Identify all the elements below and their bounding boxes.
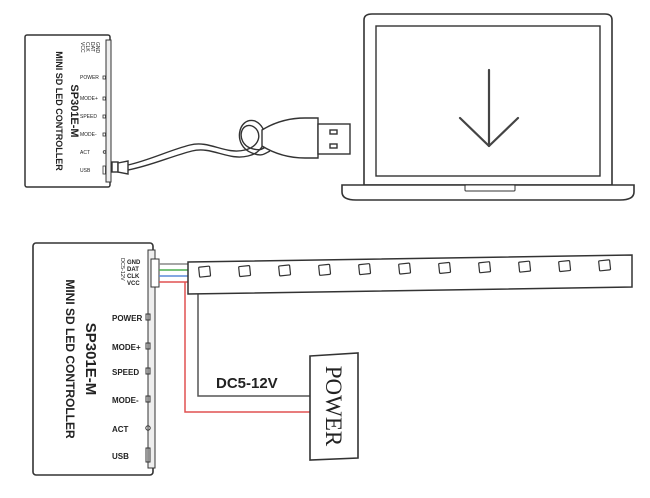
controller-bottom-btn-mode-plus: MODE+ <box>112 343 141 352</box>
laptop <box>341 13 635 201</box>
led-cell <box>478 261 492 274</box>
led-cell <box>558 259 572 273</box>
controller-top-port-clk: CLK <box>84 42 90 52</box>
controller-top: SP301E-M MINI SD LED CONTROLLER GND DAT … <box>24 34 112 188</box>
controller-top-btn-speed: SPEED <box>80 114 97 120</box>
power-wires <box>184 276 310 413</box>
led-cell <box>598 259 612 272</box>
power-supply-label: POWER <box>321 366 346 447</box>
controller-top-port-vcc: VCC <box>79 42 85 53</box>
controller-bottom-btn-usb: USB <box>112 452 129 461</box>
controller-bottom-subtitle: MINI SD LED CONTROLLER <box>63 279 77 439</box>
controller-top-btn-mode-minus: MODE- <box>80 132 97 138</box>
power-supply: DC5-12V POWER <box>216 352 359 461</box>
controller-top-title: SP301E-M <box>68 84 80 137</box>
led-cell <box>238 264 252 278</box>
led-cell <box>358 263 372 276</box>
controller-bottom-side-port: DC5-12V <box>119 258 125 281</box>
power-voltage-label: DC5-12V <box>216 375 278 392</box>
controller-top-port-dat: DAT <box>89 42 95 52</box>
led-strip <box>187 254 633 295</box>
usb-cable <box>111 117 351 175</box>
controller-bottom-port-clk: CLK <box>127 274 140 280</box>
controller-bottom-btn-mode-minus: MODE- <box>112 396 139 405</box>
controller-bottom-title: SP301E-M <box>82 323 99 396</box>
controller-top-port-gnd: GND <box>94 42 100 54</box>
controller-bottom: SP301E-M MINI SD LED CONTROLLER GND DAT … <box>32 242 160 476</box>
controller-bottom-btn-power: POWER <box>112 314 142 323</box>
led-cell <box>438 261 452 274</box>
controller-bottom-port-vcc: VCC <box>127 281 140 287</box>
controller-bottom-port-gnd: GND <box>127 260 141 266</box>
led-cell <box>318 263 332 276</box>
led-cell <box>198 265 212 278</box>
led-cell <box>398 262 412 275</box>
controller-bottom-btn-speed: SPEED <box>112 368 139 377</box>
download-arrow-icon <box>458 68 520 148</box>
controller-bottom-btn-act: ACT <box>112 425 129 434</box>
controller-top-btn-mode-plus: MODE+ <box>80 96 98 102</box>
controller-top-btn-act: ACT <box>80 150 90 156</box>
led-cell <box>518 260 532 273</box>
controller-top-subtitle: MINI SD LED CONTROLLER <box>54 51 64 171</box>
controller-top-btn-power: POWER <box>80 75 99 81</box>
controller-bottom-port-dat: DAT <box>127 267 139 273</box>
controller-top-btn-usb: USB <box>80 168 91 174</box>
led-cell <box>278 264 292 277</box>
